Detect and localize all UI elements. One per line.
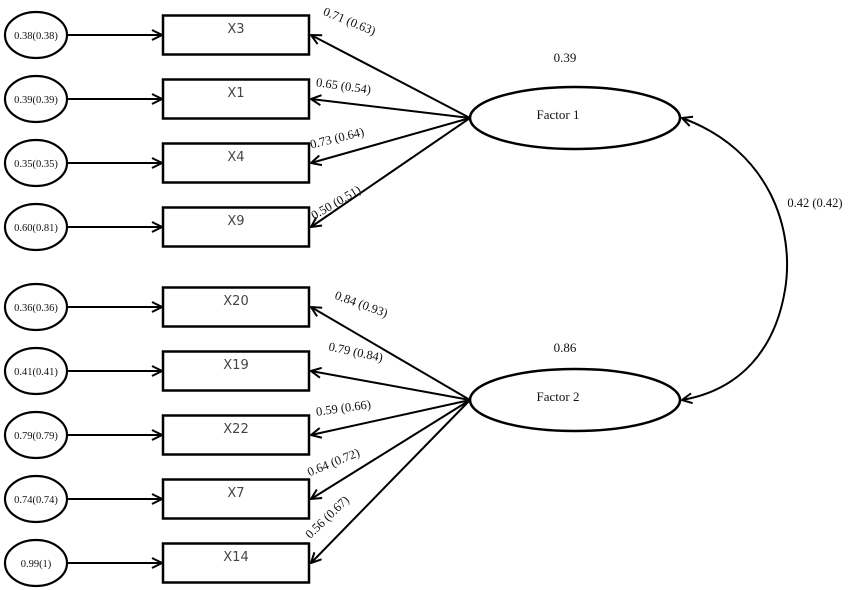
error-term-x20 bbox=[3, 282, 69, 332]
indicator-label: X19 bbox=[223, 358, 248, 373]
indicator-label: X20 bbox=[223, 294, 248, 309]
loading-path-arrow bbox=[311, 371, 471, 401]
error-term-x9 bbox=[3, 202, 69, 252]
loading-path-arrow bbox=[311, 35, 471, 119]
indicator-label: X7 bbox=[227, 486, 244, 501]
indicator-box-x3 bbox=[161, 14, 311, 56]
error-term-x22 bbox=[3, 410, 69, 460]
error-variance-label: 0.99(1) bbox=[21, 559, 52, 570]
indicator-box-x19 bbox=[161, 350, 311, 392]
factor-loading-label: 0.65 (0.54) bbox=[315, 75, 372, 97]
indicator-box-x7 bbox=[161, 478, 311, 520]
factor-loading-label: 0.59 (0.66) bbox=[315, 397, 372, 419]
indicator-box-x9 bbox=[161, 206, 311, 248]
factor-loading-label: 0.73 (0.64) bbox=[309, 125, 366, 152]
error-variance-label: 0.79(0.79) bbox=[14, 431, 58, 442]
error-variance-label: 0.35(0.35) bbox=[14, 159, 58, 170]
factor-label: Factor 1 bbox=[537, 107, 580, 122]
factor-variance-label: 0.39 bbox=[554, 50, 577, 65]
indicator-label: X3 bbox=[227, 22, 244, 37]
indicator-label: X22 bbox=[223, 422, 248, 437]
error-term-x3 bbox=[3, 10, 69, 60]
error-term-x19 bbox=[3, 346, 69, 396]
loading-path-arrow bbox=[311, 307, 471, 401]
error-variance-label: 0.41(0.41) bbox=[14, 367, 58, 378]
indicator-label: X4 bbox=[227, 150, 244, 165]
factor-ellipse-2 bbox=[468, 367, 682, 433]
factor-loading-label: 0.50 (0.51) bbox=[309, 183, 364, 223]
indicator-box-x22 bbox=[161, 414, 311, 456]
indicator-box-x20 bbox=[161, 286, 311, 328]
indicator-box-x14 bbox=[161, 542, 311, 584]
factor-loading-label: 0.64 (0.72) bbox=[305, 445, 361, 479]
factor-loading-label: 0.84 (0.93) bbox=[333, 288, 390, 320]
factor-label: Factor 2 bbox=[537, 389, 580, 404]
error-term-x7 bbox=[3, 474, 69, 524]
error-variance-label: 0.74(0.74) bbox=[14, 495, 58, 506]
factor-loading-label: 0.71 (0.63) bbox=[321, 4, 377, 38]
covariance-label: 0.42 (0.42) bbox=[787, 196, 842, 210]
error-term-x14 bbox=[3, 538, 69, 588]
loading-path-arrow bbox=[311, 399, 471, 499]
loading-path-arrow bbox=[311, 117, 471, 227]
error-variance-label: 0.38(0.38) bbox=[14, 31, 58, 42]
indicator-label: X1 bbox=[227, 86, 244, 101]
indicator-box-x4 bbox=[161, 142, 311, 184]
covariance-arrow bbox=[682, 118, 789, 400]
factor-variance-label: 0.86 bbox=[554, 340, 577, 355]
loading-path-arrow bbox=[311, 117, 471, 163]
loading-path-arrow bbox=[311, 399, 471, 563]
error-term-x1 bbox=[3, 74, 69, 124]
error-variance-label: 0.39(0.39) bbox=[14, 95, 58, 106]
error-term-x4 bbox=[3, 138, 69, 188]
indicator-label: X14 bbox=[223, 550, 248, 565]
error-variance-label: 0.60(0.81) bbox=[14, 223, 58, 234]
loading-path-arrow bbox=[311, 399, 471, 435]
factor-loading-label: 0.79 (0.84) bbox=[327, 340, 384, 365]
error-variance-label: 0.36(0.36) bbox=[14, 303, 58, 314]
factor-ellipse-1 bbox=[468, 85, 682, 151]
loading-path-arrow bbox=[311, 99, 471, 119]
indicator-box-x1 bbox=[161, 78, 311, 120]
indicator-label: X9 bbox=[227, 214, 244, 229]
